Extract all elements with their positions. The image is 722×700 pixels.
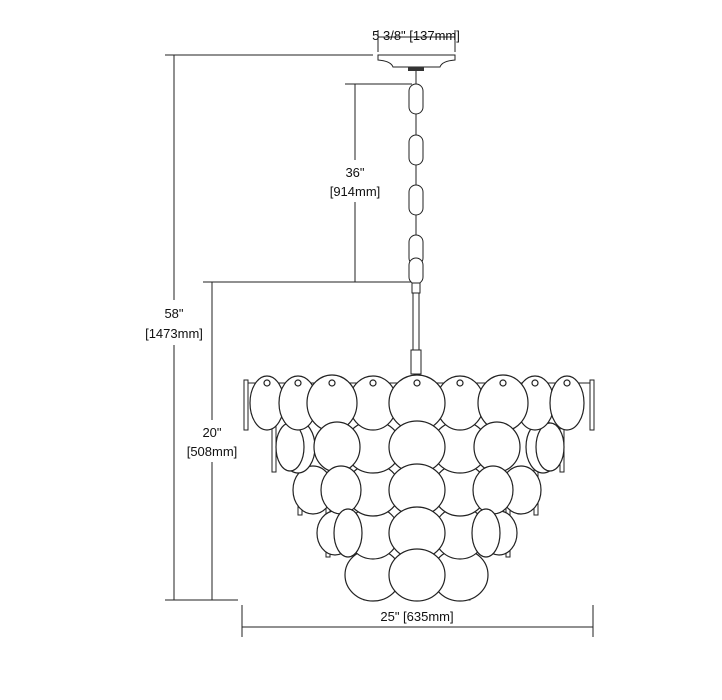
disc-hole: [413, 379, 421, 387]
fixture-height-mm-label: [508mm]: [187, 444, 238, 459]
chain: [408, 71, 424, 375]
disc-hole: [456, 379, 464, 387]
chandelier-fixture: [243, 374, 595, 602]
disc-hole: [328, 379, 336, 387]
glass-disc: [320, 465, 362, 515]
glass-disc: [388, 548, 446, 602]
hanging-rod: [243, 379, 249, 431]
disc-hole: [294, 379, 302, 387]
glass-disc: [473, 421, 521, 473]
glass-disc: [471, 508, 501, 558]
glass-disc: [472, 465, 514, 515]
glass-disc: [535, 422, 565, 472]
canopy: [377, 54, 456, 71]
overall-height-mm-label: [1473mm]: [145, 326, 203, 341]
chain-length-mm-label: [914mm]: [330, 184, 381, 199]
glass-disc: [313, 421, 361, 473]
disc-hole: [531, 379, 539, 387]
glass-disc: [333, 508, 363, 558]
disc-hole: [563, 379, 571, 387]
hanging-rod: [589, 379, 595, 431]
fixture-height-in-label: 20": [202, 425, 221, 440]
disc-hole: [369, 379, 377, 387]
disc-hole: [263, 379, 271, 387]
overall-height-in-label: 58": [164, 306, 183, 321]
chain-length-in-label: 36": [345, 165, 364, 180]
disc-hole: [499, 379, 507, 387]
fixture-width-label: 25" [635mm]: [380, 609, 453, 624]
glass-disc: [549, 375, 585, 431]
canopy-width-label: 5 3/8" [137mm]: [372, 28, 460, 43]
